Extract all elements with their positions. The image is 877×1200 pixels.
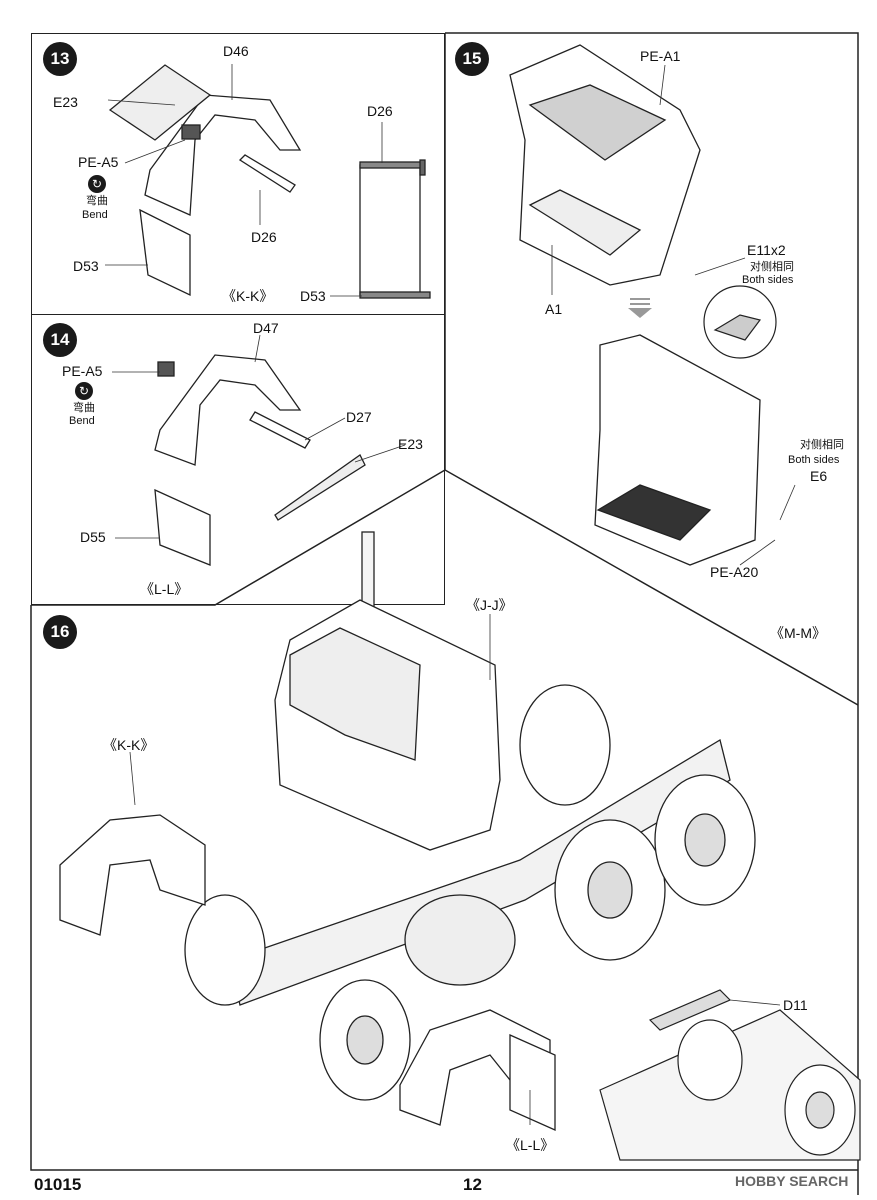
- step13-fender-d46: [108, 64, 302, 297]
- bend-label: Bend: [69, 415, 95, 427]
- part-label: D11: [783, 997, 808, 1013]
- bend-label-cn: 弯曲: [86, 195, 108, 207]
- watermark: HOBBY SEARCH: [735, 1173, 849, 1189]
- part-label: PE-A5: [78, 154, 119, 170]
- part-label: E23: [398, 436, 423, 452]
- step13-side-view-d26: [359, 159, 431, 299]
- product-code: 01015: [34, 1175, 82, 1194]
- step-15-badge: 15: [455, 42, 489, 76]
- step-13-badge: 13: [43, 42, 77, 76]
- detail-circle: [703, 285, 777, 359]
- part-label: D26: [367, 103, 393, 119]
- part-label: D27: [346, 409, 372, 425]
- part-label: D53: [73, 258, 99, 274]
- step15-interior-a1: [509, 44, 761, 566]
- part-label: PE-A1: [640, 48, 681, 64]
- page-number: 12: [463, 1175, 482, 1194]
- part-label: D26: [251, 229, 277, 245]
- step-16-badge: 16: [43, 615, 77, 649]
- part-label: E6: [810, 468, 828, 484]
- view-label: 《K-K》: [222, 288, 274, 304]
- step16-truck: [59, 531, 756, 1132]
- both-sides-label: Both sides: [788, 454, 840, 466]
- step-14-badge: 14: [43, 323, 77, 357]
- step16-detail-inset: [599, 989, 861, 1161]
- part-label: D47: [253, 320, 279, 336]
- part-label: A1: [545, 301, 563, 317]
- both-sides-label: Both sides: [742, 274, 794, 286]
- bend-label-cn: 弯曲: [73, 402, 95, 414]
- part-label: PE-A20: [710, 564, 759, 580]
- part-label: E23: [53, 94, 78, 110]
- bend-icon: ↻: [75, 382, 93, 400]
- part-label: D46: [223, 43, 249, 59]
- part-label: D53: [300, 288, 326, 304]
- down-arrow-icon: [628, 298, 652, 318]
- part-label: D55: [80, 529, 106, 545]
- view-label: 《J-J》: [466, 597, 513, 613]
- view-label: 《M-M》: [770, 625, 826, 641]
- view-label: 《K-K》: [103, 737, 155, 753]
- both-sides-cn: 对侧相同: [750, 261, 794, 273]
- view-label: 《L-L》: [506, 1137, 555, 1153]
- both-sides-cn: 对侧相同: [800, 439, 844, 451]
- view-label: 《L-L》: [140, 581, 189, 597]
- bend-label: Bend: [82, 209, 108, 221]
- part-label: E11x2: [747, 242, 786, 258]
- step14-fender-d47: [154, 354, 366, 566]
- part-label: PE-A5: [62, 363, 103, 379]
- bend-icon: ↻: [88, 175, 106, 193]
